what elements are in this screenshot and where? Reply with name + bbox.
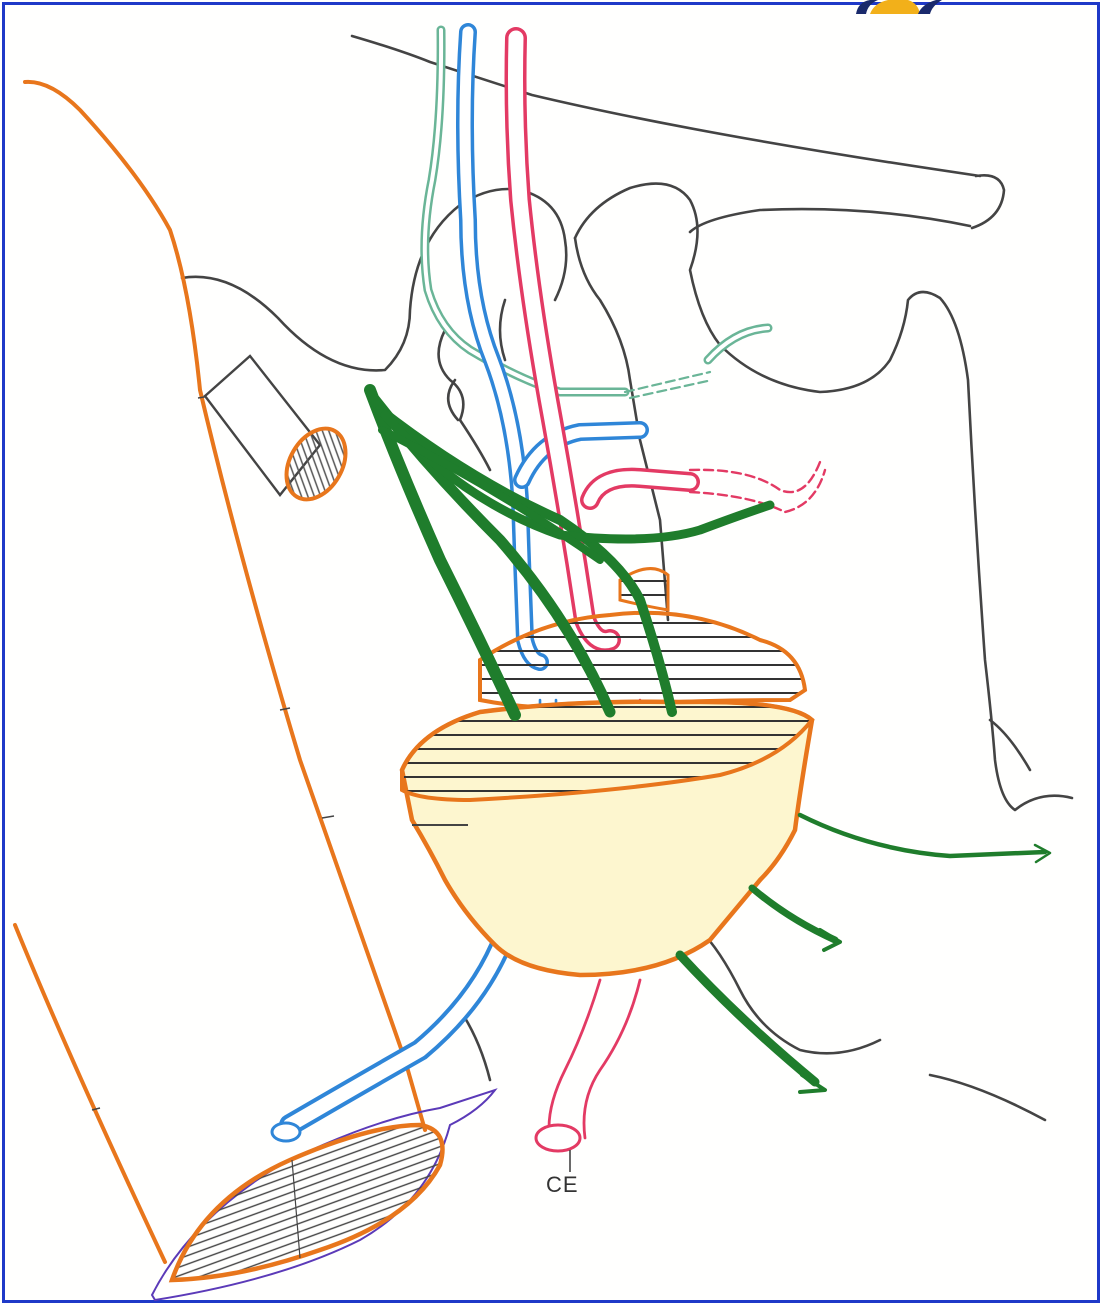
cut-vessel-upper [205,356,358,510]
cut-vessel-lower [152,1090,495,1300]
red-artery [516,38,826,1151]
label-ce: CE [546,1172,579,1198]
gland-body [402,702,812,975]
